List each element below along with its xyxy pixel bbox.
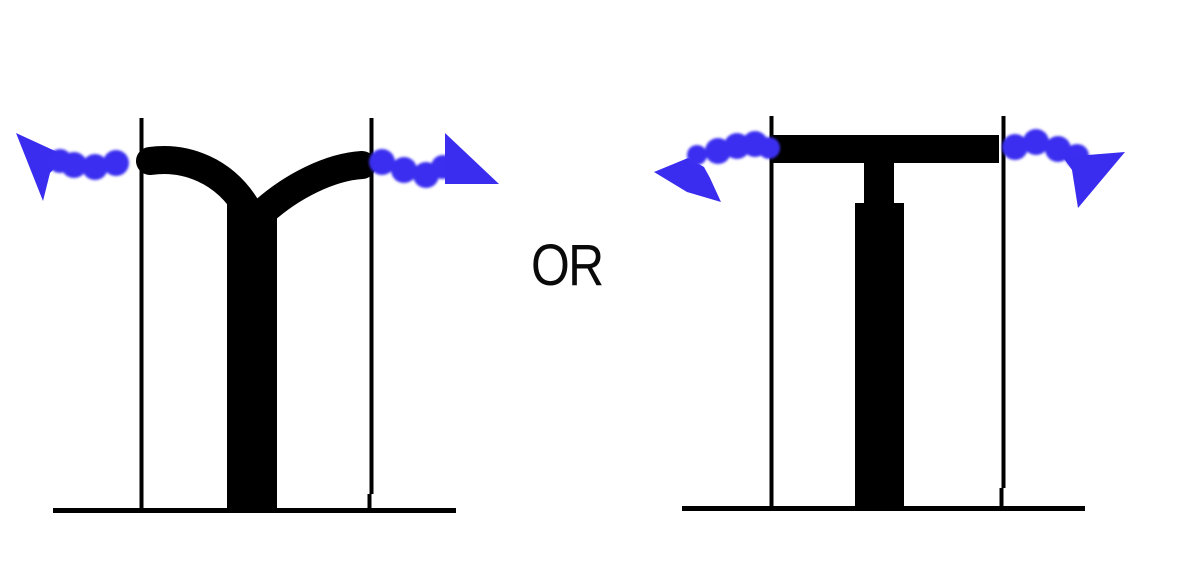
y-shape-stem — [227, 203, 277, 511]
t-shape — [773, 135, 999, 509]
arrow-dot — [391, 157, 417, 183]
left-arrow-head-icon — [654, 158, 721, 202]
right-arrow-dots — [369, 149, 455, 188]
y-shape-left-arm — [136, 146, 262, 224]
y-shape-right-arm — [249, 151, 376, 226]
left-arrow-dots — [48, 149, 129, 180]
t-shape-top-bar — [773, 135, 999, 163]
arrow-dot — [1002, 134, 1028, 160]
arrow-dot — [369, 149, 395, 175]
t-shape-neck — [864, 161, 894, 205]
right-arrow-head-icon — [445, 133, 499, 184]
left-arrow-head-icon — [16, 133, 66, 201]
left-figure-left-arrow — [16, 133, 129, 201]
right-figure — [654, 116, 1125, 511]
left-arrow-dots — [687, 131, 780, 165]
arrow-dot — [82, 154, 108, 180]
right-figure-left-arrow — [654, 131, 780, 202]
arrow-dot — [103, 150, 129, 176]
left-figure — [16, 118, 499, 513]
right-figure-right-arrow — [1002, 129, 1125, 208]
arrow-dot — [1045, 136, 1071, 162]
right-arrow-head-icon — [1063, 152, 1125, 208]
left-figure-right-arrow — [369, 133, 499, 188]
or-connector-label: OR — [531, 233, 604, 298]
arrow-dot — [1023, 129, 1049, 155]
arrow-dot — [61, 152, 87, 178]
arrow-dot — [758, 137, 780, 159]
arrow-dot — [687, 145, 707, 165]
t-shape-stem — [855, 203, 904, 509]
